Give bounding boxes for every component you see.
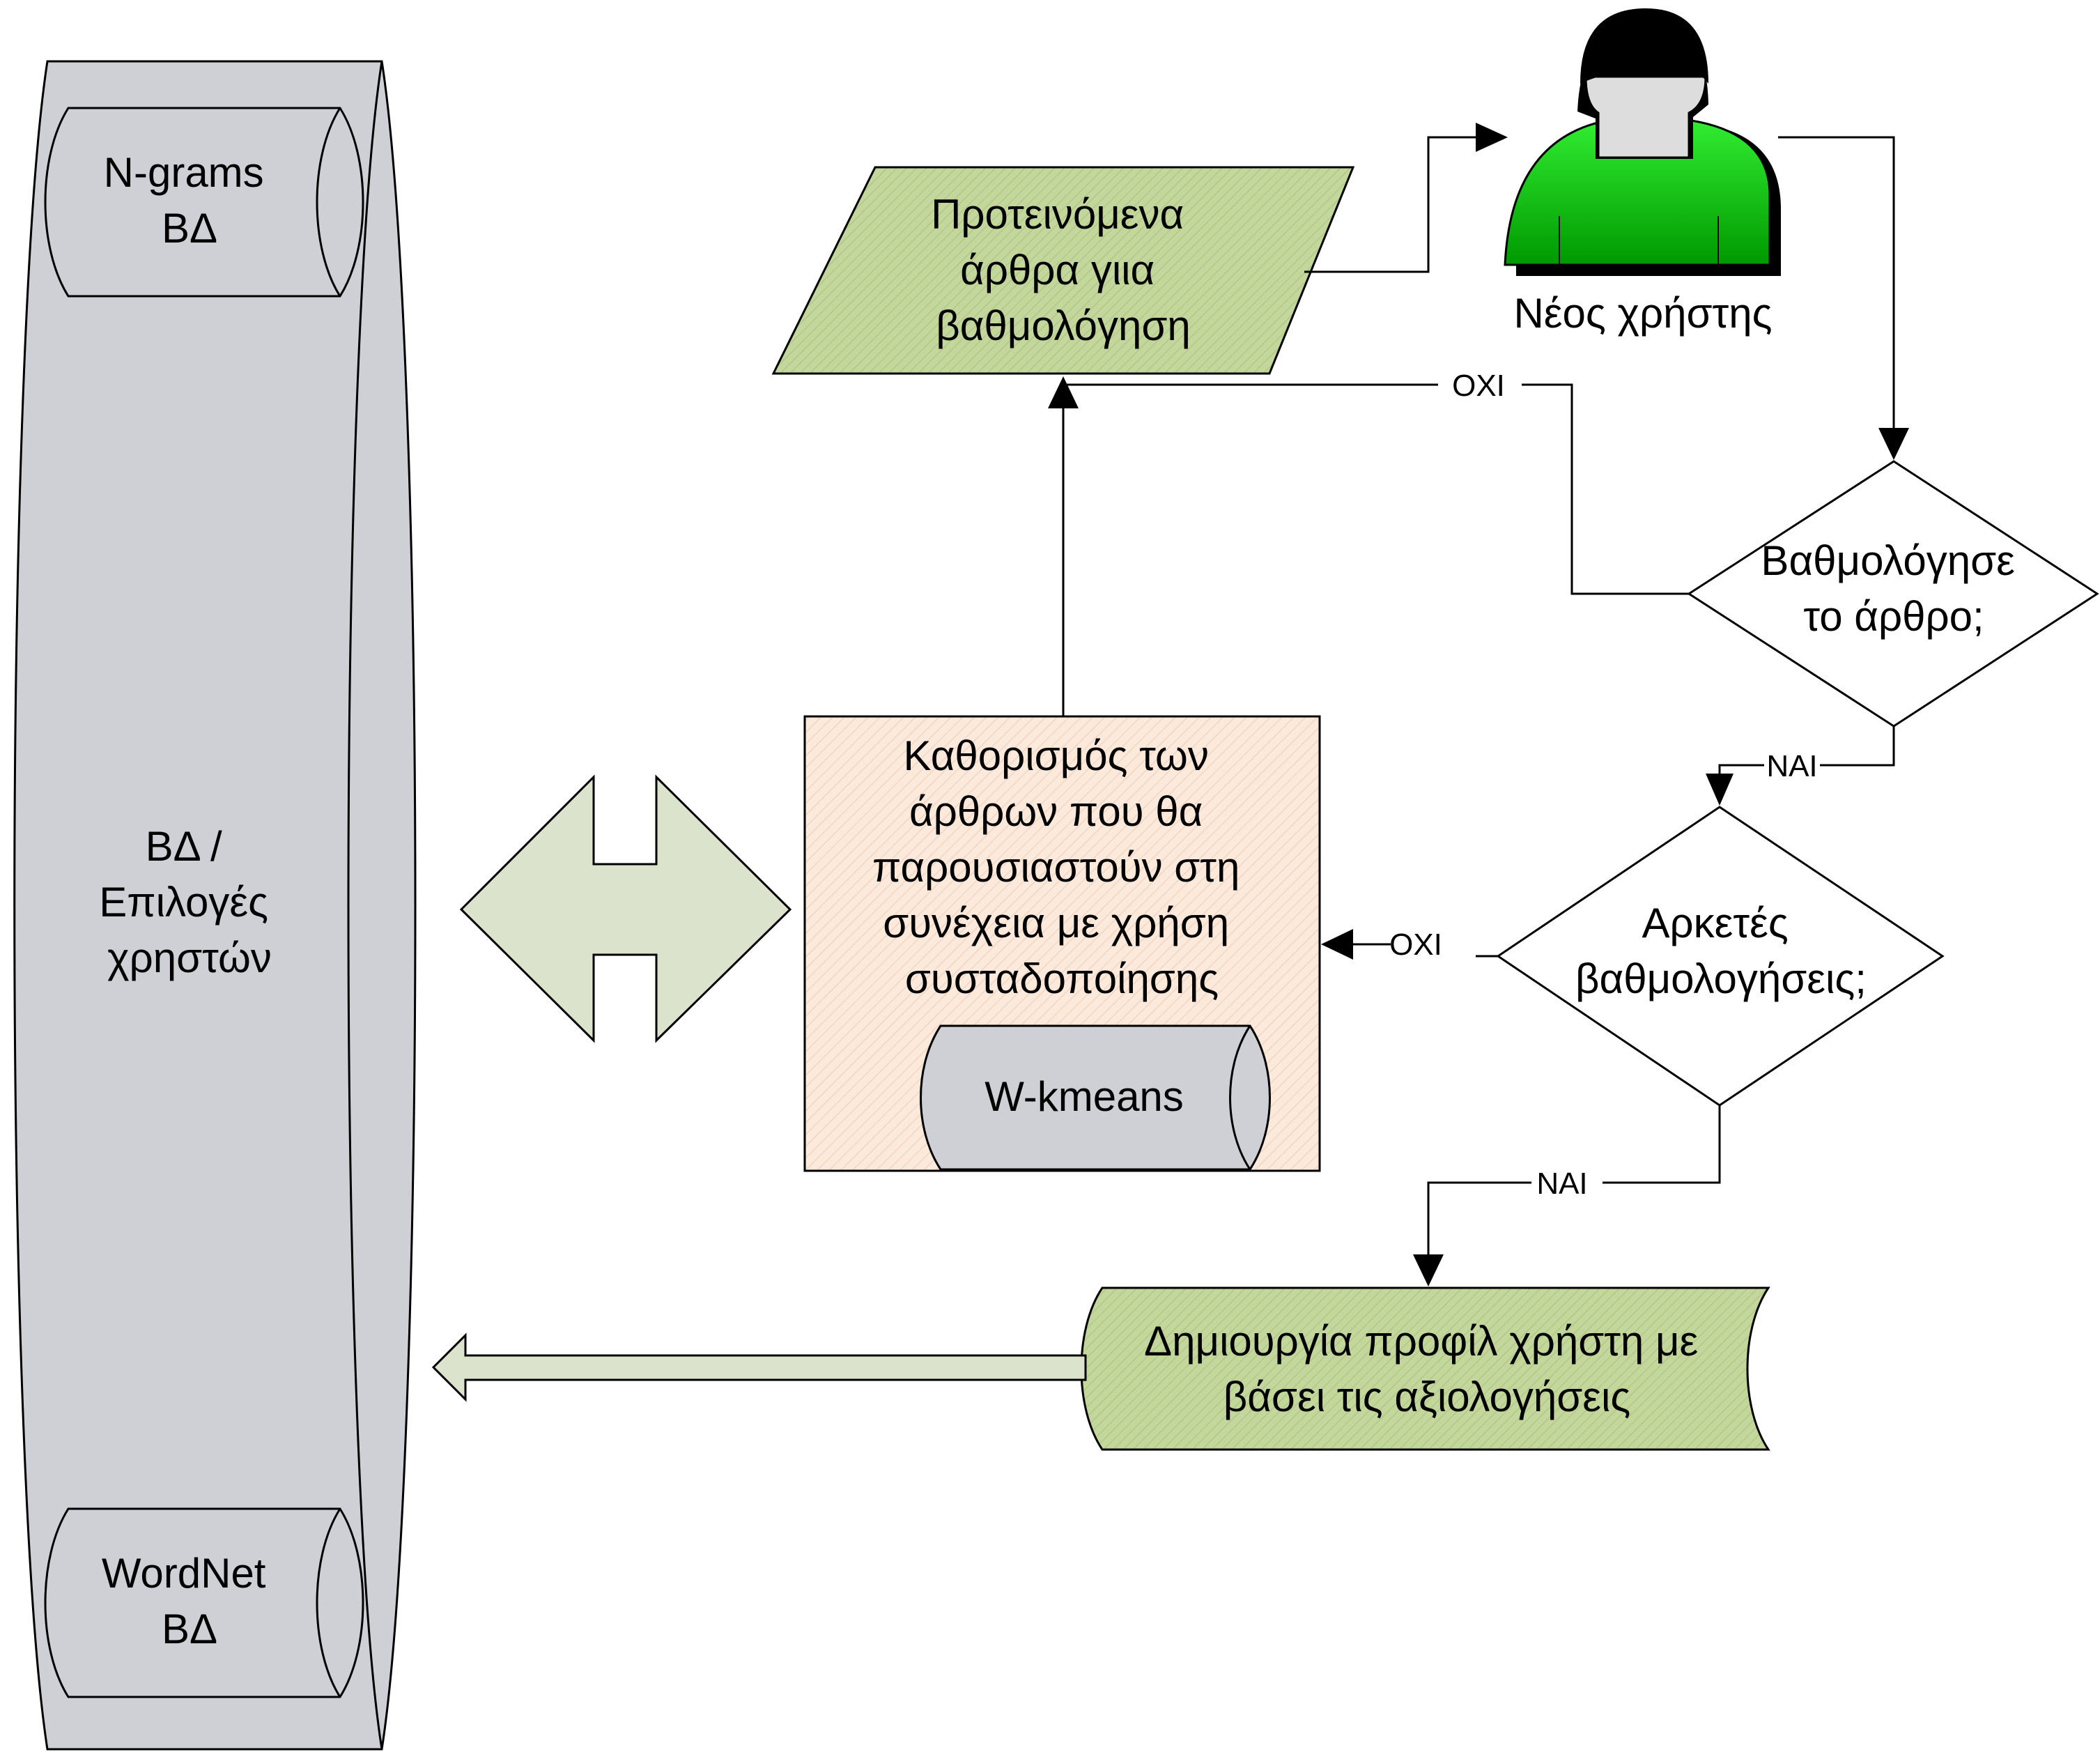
arrowheads (1048, 123, 1909, 1286)
profile-creation-node: Δημιουργία προφίλ χρήστη με βάσει τις αξ… (1080, 1286, 1770, 1451)
decision-rated: Βαθμολόγησε το άρθρο; (1687, 460, 2099, 728)
ngrams-database-label: N-grams ΒΔ (104, 149, 276, 252)
decision-enough: Αρκετές βαθμολογήσεις; (1496, 806, 1945, 1107)
profile-to-database-arrow (431, 1332, 1087, 1402)
wkmeans-label: W-kmeans (985, 1073, 1184, 1120)
wordnet-database-label: WordNet ΒΔ (102, 1550, 277, 1652)
profile-creation-label: Δημιουργία προφίλ χρήστη με βάσει τις αξ… (1144, 1318, 1710, 1420)
suggested-articles-label: Προτεινόμενα άρθρα γιια βαθμολόγηση (931, 191, 1196, 349)
edge-label-yes-enough: ΝΑΙ (1536, 1167, 1587, 1201)
double-arrow (459, 774, 792, 1043)
edge-label-yes-rated: ΝΑΙ (1766, 749, 1817, 783)
edge-label-no-rated: ΟΧΙ (1452, 369, 1505, 403)
ngrams-database: N-grams ΒΔ (44, 107, 364, 298)
wordnet-database: WordNet ΒΔ (44, 1507, 364, 1698)
user-options-database: ΒΔ / Επιλογές χρηστών (13, 60, 417, 1751)
wkmeans-cylinder: W-kmeans (920, 1024, 1271, 1171)
suggested-articles-node: Προτεινόμενα άρθρα γιια βαθμολόγηση (771, 166, 1355, 375)
edge-label-no-enough: ΟΧΙ (1389, 928, 1442, 962)
decision-enough-label: Αρκετές βαθμολογήσεις; (1575, 900, 1867, 1002)
user-icon (1504, 8, 1781, 276)
clustering-process-label: Καθορισμός των άρθρων που θα παρουσιαστο… (872, 732, 1251, 1002)
decision-rated-label: Βαθμολόγησε το άρθρο; (1761, 537, 2026, 640)
new-user-label: Νέος χρήστης (1513, 290, 1772, 337)
user-options-database-label: ΒΔ / Επιλογές χρηστών (99, 823, 280, 981)
connectors (1062, 136, 1895, 1254)
